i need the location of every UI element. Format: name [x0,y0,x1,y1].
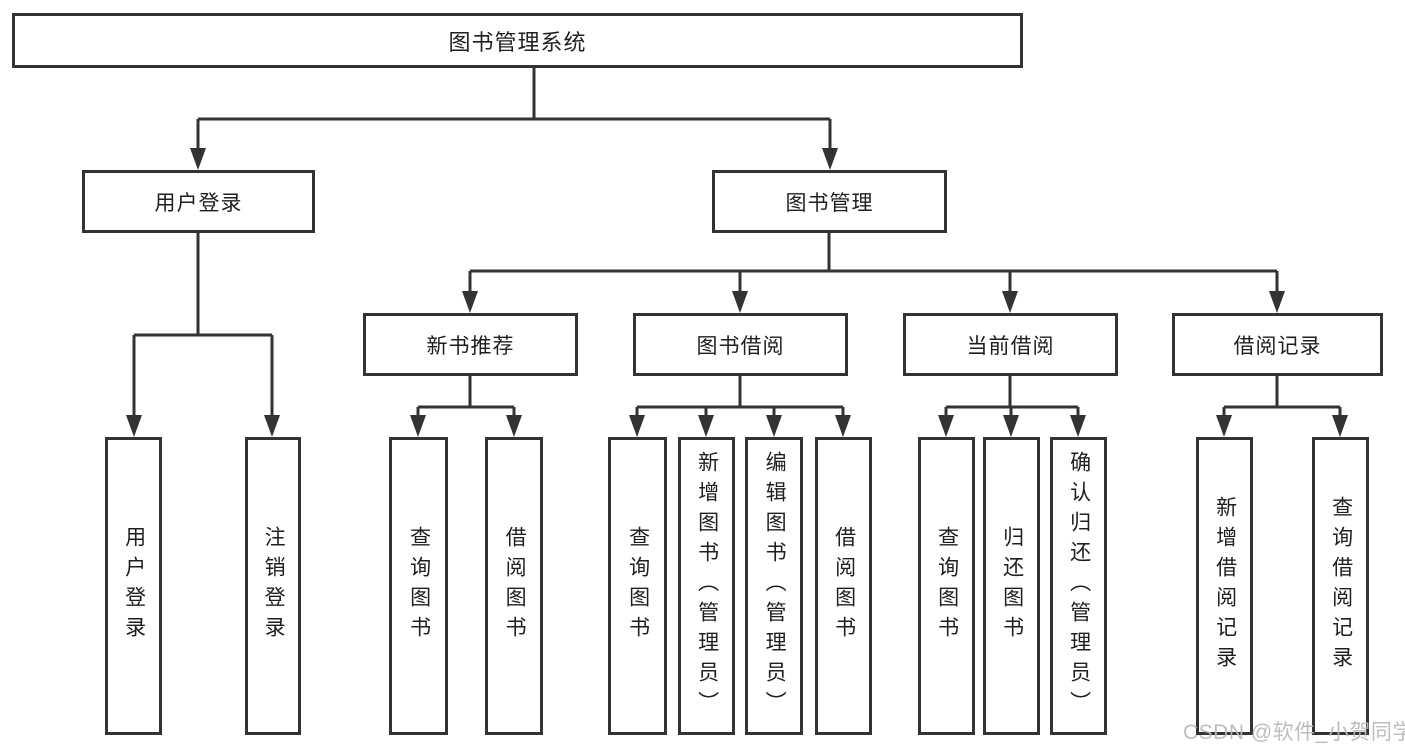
node-borrow-records-label: 借阅记录 [1233,334,1322,358]
connector-new-book-branch [416,376,516,419]
leaf-newbook-query-books: 查询图书 [389,437,448,735]
leaf-current-query-books-label: 查询图书 [935,526,959,646]
arrowhead-level2 [190,148,838,170]
node-user-login: 用户登录 [82,170,315,233]
node-system-title-label: 图书管理系统 [448,29,587,55]
leaf-current-confirm-return-admin-label: 确认归还（管理员） [1067,451,1091,721]
connector-current-borrow-branch [944,376,1080,419]
leaf-logout: 注销登录 [245,437,301,735]
leaf-borrow-borrow-books-label: 借阅图书 [832,526,856,646]
connector-user-login-branch [132,233,274,419]
leaf-borrow-borrow-books: 借阅图书 [815,437,872,735]
csdn-watermark: CSDN @软件_小贺同学 [1183,721,1405,744]
node-system-title: 图书管理系统 [12,13,1023,68]
connector-borrow-records-branch [1222,376,1342,419]
node-borrow-records: 借阅记录 [1172,313,1383,376]
node-current-borrow: 当前借阅 [903,313,1118,376]
leaf-borrow-edit-books-admin: 编辑图书（管理员） [745,437,803,735]
arrowhead-new-book-children [410,415,522,437]
node-book-management-label: 图书管理 [785,191,874,215]
leaf-user-login: 用户登录 [105,437,162,735]
leaf-current-query-books: 查询图书 [918,437,975,735]
node-book-management: 图书管理 [712,170,947,233]
leaf-newbook-borrow-books-label: 借阅图书 [503,526,527,646]
node-new-book-recommend-label: 新书推荐 [426,334,515,358]
leaf-newbook-borrow-books: 借阅图书 [485,437,543,735]
arrowhead-book-borrow-children [629,415,851,437]
leaf-borrow-add-books-admin: 新增图书（管理员） [678,437,735,735]
node-user-login-label: 用户登录 [154,191,243,215]
leaf-current-return-books: 归还图书 [983,437,1040,735]
node-book-borrow-label: 图书借阅 [696,334,785,358]
connector-root-to-level2 [196,68,832,152]
leaf-borrow-edit-books-admin-label: 编辑图书（管理员） [763,451,787,721]
node-new-book-recommend: 新书推荐 [363,313,578,376]
leaf-records-query-record: 查询借阅记录 [1312,437,1369,735]
leaf-records-query-record-label: 查询借阅记录 [1329,496,1353,676]
arrowhead-user-login-children [126,415,280,437]
leaf-borrow-query-books: 查询图书 [608,437,667,735]
leaf-records-add-record-label: 新增借阅记录 [1213,496,1237,676]
leaf-current-return-books-label: 归还图书 [1000,526,1024,646]
arrowhead-level3 [462,291,1285,313]
leaf-newbook-query-books-label: 查询图书 [407,526,431,646]
connector-book-management-branch [468,233,1279,295]
leaf-borrow-add-books-admin-label: 新增图书（管理员） [695,451,719,721]
leaf-logout-label: 注销登录 [262,526,286,646]
leaf-borrow-query-books-label: 查询图书 [626,526,650,646]
leaf-current-confirm-return-admin: 确认归还（管理员） [1050,437,1107,735]
node-book-borrow: 图书借阅 [633,313,848,376]
connector-book-borrow-branch [635,376,845,419]
leaf-user-login-label: 用户登录 [122,526,146,646]
leaf-records-add-record: 新增借阅记录 [1196,437,1253,735]
arrowhead-current-borrow-children [938,415,1086,437]
node-current-borrow-label: 当前借阅 [966,334,1055,358]
arrowhead-borrow-records-children [1216,415,1348,437]
